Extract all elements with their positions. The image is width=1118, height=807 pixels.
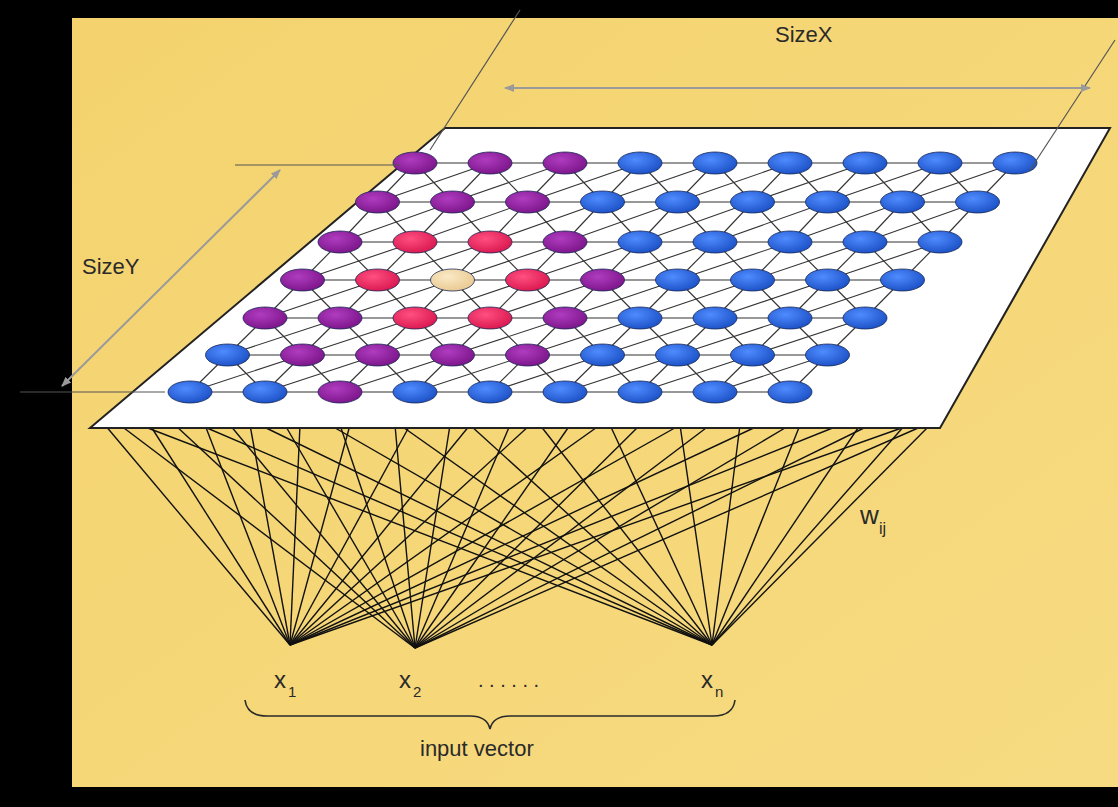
dimension-label: SizeY bbox=[82, 256, 139, 278]
caption-label: input vector bbox=[420, 738, 534, 760]
input-subscript: 2 bbox=[413, 684, 421, 699]
grid-links bbox=[190, 163, 1015, 392]
weight-subscript: ij bbox=[879, 521, 886, 537]
weight-symbol: w bbox=[860, 502, 879, 528]
background-panel bbox=[72, 18, 1118, 787]
weight-lines bbox=[105, 425, 930, 648]
input-subscript: n bbox=[715, 684, 723, 699]
input-symbol: x bbox=[701, 668, 713, 692]
input-symbol: x bbox=[399, 668, 411, 692]
input-subscript: 1 bbox=[288, 684, 296, 699]
dimension-lines bbox=[20, 10, 1115, 392]
neurons bbox=[168, 152, 1037, 403]
ellipsis: . . . . . . bbox=[478, 670, 539, 690]
map-plane bbox=[90, 128, 1110, 428]
input-symbol: x bbox=[274, 668, 286, 692]
dimension-label: SizeX bbox=[775, 24, 832, 46]
brace bbox=[245, 700, 735, 729]
